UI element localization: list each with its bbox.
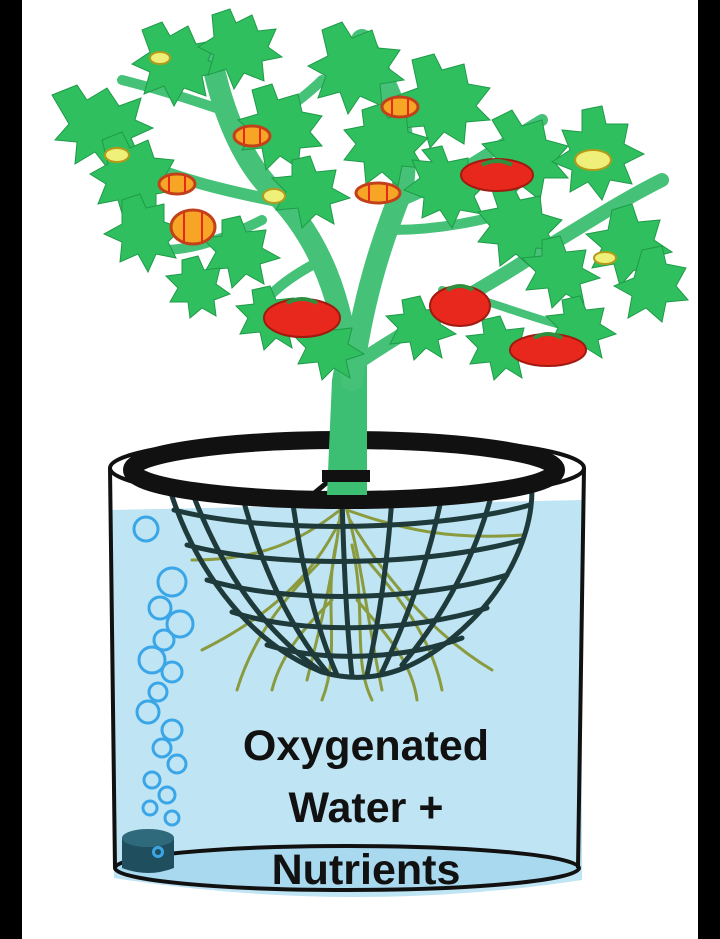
air-pump-icon xyxy=(122,829,174,873)
hydroponic-diagram: Oxygenated Water + Nutrients xyxy=(22,0,698,939)
tomato-orange-3 xyxy=(159,174,195,194)
tomato-orange-4 xyxy=(382,97,418,117)
tomato-yellow-2 xyxy=(105,148,129,162)
tomato-red-4 xyxy=(510,334,586,366)
tomato-yellow-1 xyxy=(150,52,170,64)
tomato-yellow-3 xyxy=(263,189,285,203)
label-line-1: Oxygenated xyxy=(243,722,489,770)
tomato-yellow-4 xyxy=(575,150,611,170)
tomato-red-2 xyxy=(264,299,340,337)
label-line-2: Water + xyxy=(289,784,444,832)
tomato-red-3 xyxy=(430,286,490,326)
tomato-orange-1 xyxy=(171,210,215,244)
label-line-3: Nutrients xyxy=(272,846,461,894)
tomato-orange-5 xyxy=(356,183,400,203)
tomato-orange-2 xyxy=(234,126,270,146)
tomato-red-1 xyxy=(461,159,533,191)
tomato-yellow-5 xyxy=(594,252,616,264)
diagram-canvas: Oxygenated Water + Nutrients xyxy=(22,0,698,939)
